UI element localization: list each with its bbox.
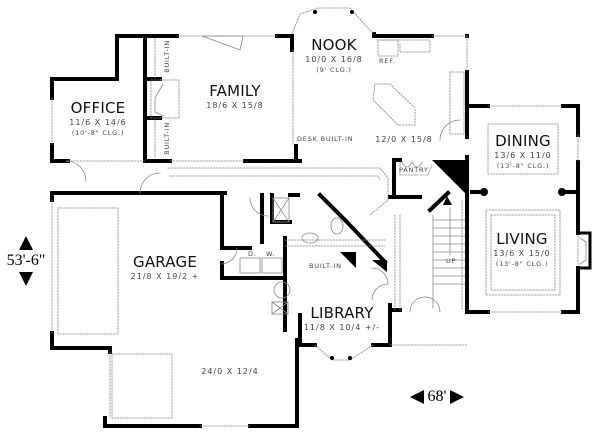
depth-value: 53'-6"	[6, 252, 46, 269]
room-name: FAMILY	[209, 82, 261, 100]
overall-width-dimension: 68'	[402, 388, 472, 406]
room-garage-bay: 24/0 X 12/4	[185, 366, 275, 377]
note-built-in-bottom: BUILT-IN	[163, 122, 171, 155]
note-ref: REF.	[379, 57, 396, 65]
room-ceiling: (9' CLG.)	[316, 66, 352, 74]
room-garage: GARAGE 21/8 X 19/2 +	[122, 254, 208, 282]
room-kitchen: 12/0 X 15/8	[364, 134, 444, 145]
room-family: FAMILY 18/6 X 15/8	[190, 83, 280, 111]
room-dimensions: 13/6 X 11/0	[494, 151, 552, 160]
room-name: NOOK	[311, 36, 357, 54]
arrow-right-icon	[450, 390, 465, 404]
room-ceiling: (13'-8" CLG.)	[495, 260, 549, 268]
note-dryer: D.	[248, 250, 257, 258]
room-dimensions: 11/6 X 14/6	[69, 118, 127, 127]
room-name: DINING	[495, 132, 551, 150]
room-office: OFFICE 11/6 X 14/6 (10'-8" CLG.)	[58, 100, 138, 138]
room-dimensions: 12/0 X 15/8	[375, 135, 433, 144]
room-dimensions: 11/8 X 10/4 +/-	[303, 323, 381, 332]
note-stair-up: UP	[446, 257, 457, 265]
room-dimensions: 10/0 X 16/8	[305, 55, 363, 64]
note-built-in-hall: BUILT-IN	[309, 262, 342, 270]
arrow-left-icon	[409, 390, 424, 404]
room-ceiling: (10'-8" CLG.)	[71, 129, 125, 137]
room-dimensions: 18/6 X 15/8	[206, 101, 264, 110]
room-dimensions: 24/0 X 12/4	[201, 367, 259, 376]
width-value: 68'	[427, 388, 447, 405]
room-name: LIVING	[496, 230, 548, 248]
room-dimensions: 21/8 X 19/2 +	[130, 272, 200, 281]
overall-depth-dimension: 53'-6"	[4, 236, 48, 286]
room-ceiling: (13'-8" CLG.)	[496, 162, 550, 170]
room-name: OFFICE	[70, 99, 126, 117]
room-dimensions: 13/6 X 15/0	[493, 249, 551, 258]
note-desk-built-in: DESK BUILT-IN	[297, 135, 354, 143]
room-dining: DINING 13/6 X 11/0 (13'-8" CLG.)	[484, 133, 562, 171]
room-name: LIBRARY	[310, 304, 374, 322]
arrow-up-icon	[19, 236, 33, 250]
wall	[50, 143, 70, 163]
room-living: LIVING 13/6 X 15/0 (13'-8" CLG.)	[482, 231, 562, 269]
arrow-down-icon	[19, 272, 33, 286]
room-name: GARAGE	[133, 253, 197, 271]
note-built-in-top: BUILT-IN	[163, 40, 171, 73]
wall	[50, 34, 179, 100]
note-pantry: PANTRY	[399, 166, 429, 174]
note-washer: W.	[266, 250, 276, 258]
room-nook: NOOK 10/0 X 16/8 (9' CLG.)	[296, 37, 372, 75]
room-library: LIBRARY 11/8 X 10/4 +/-	[298, 305, 386, 333]
